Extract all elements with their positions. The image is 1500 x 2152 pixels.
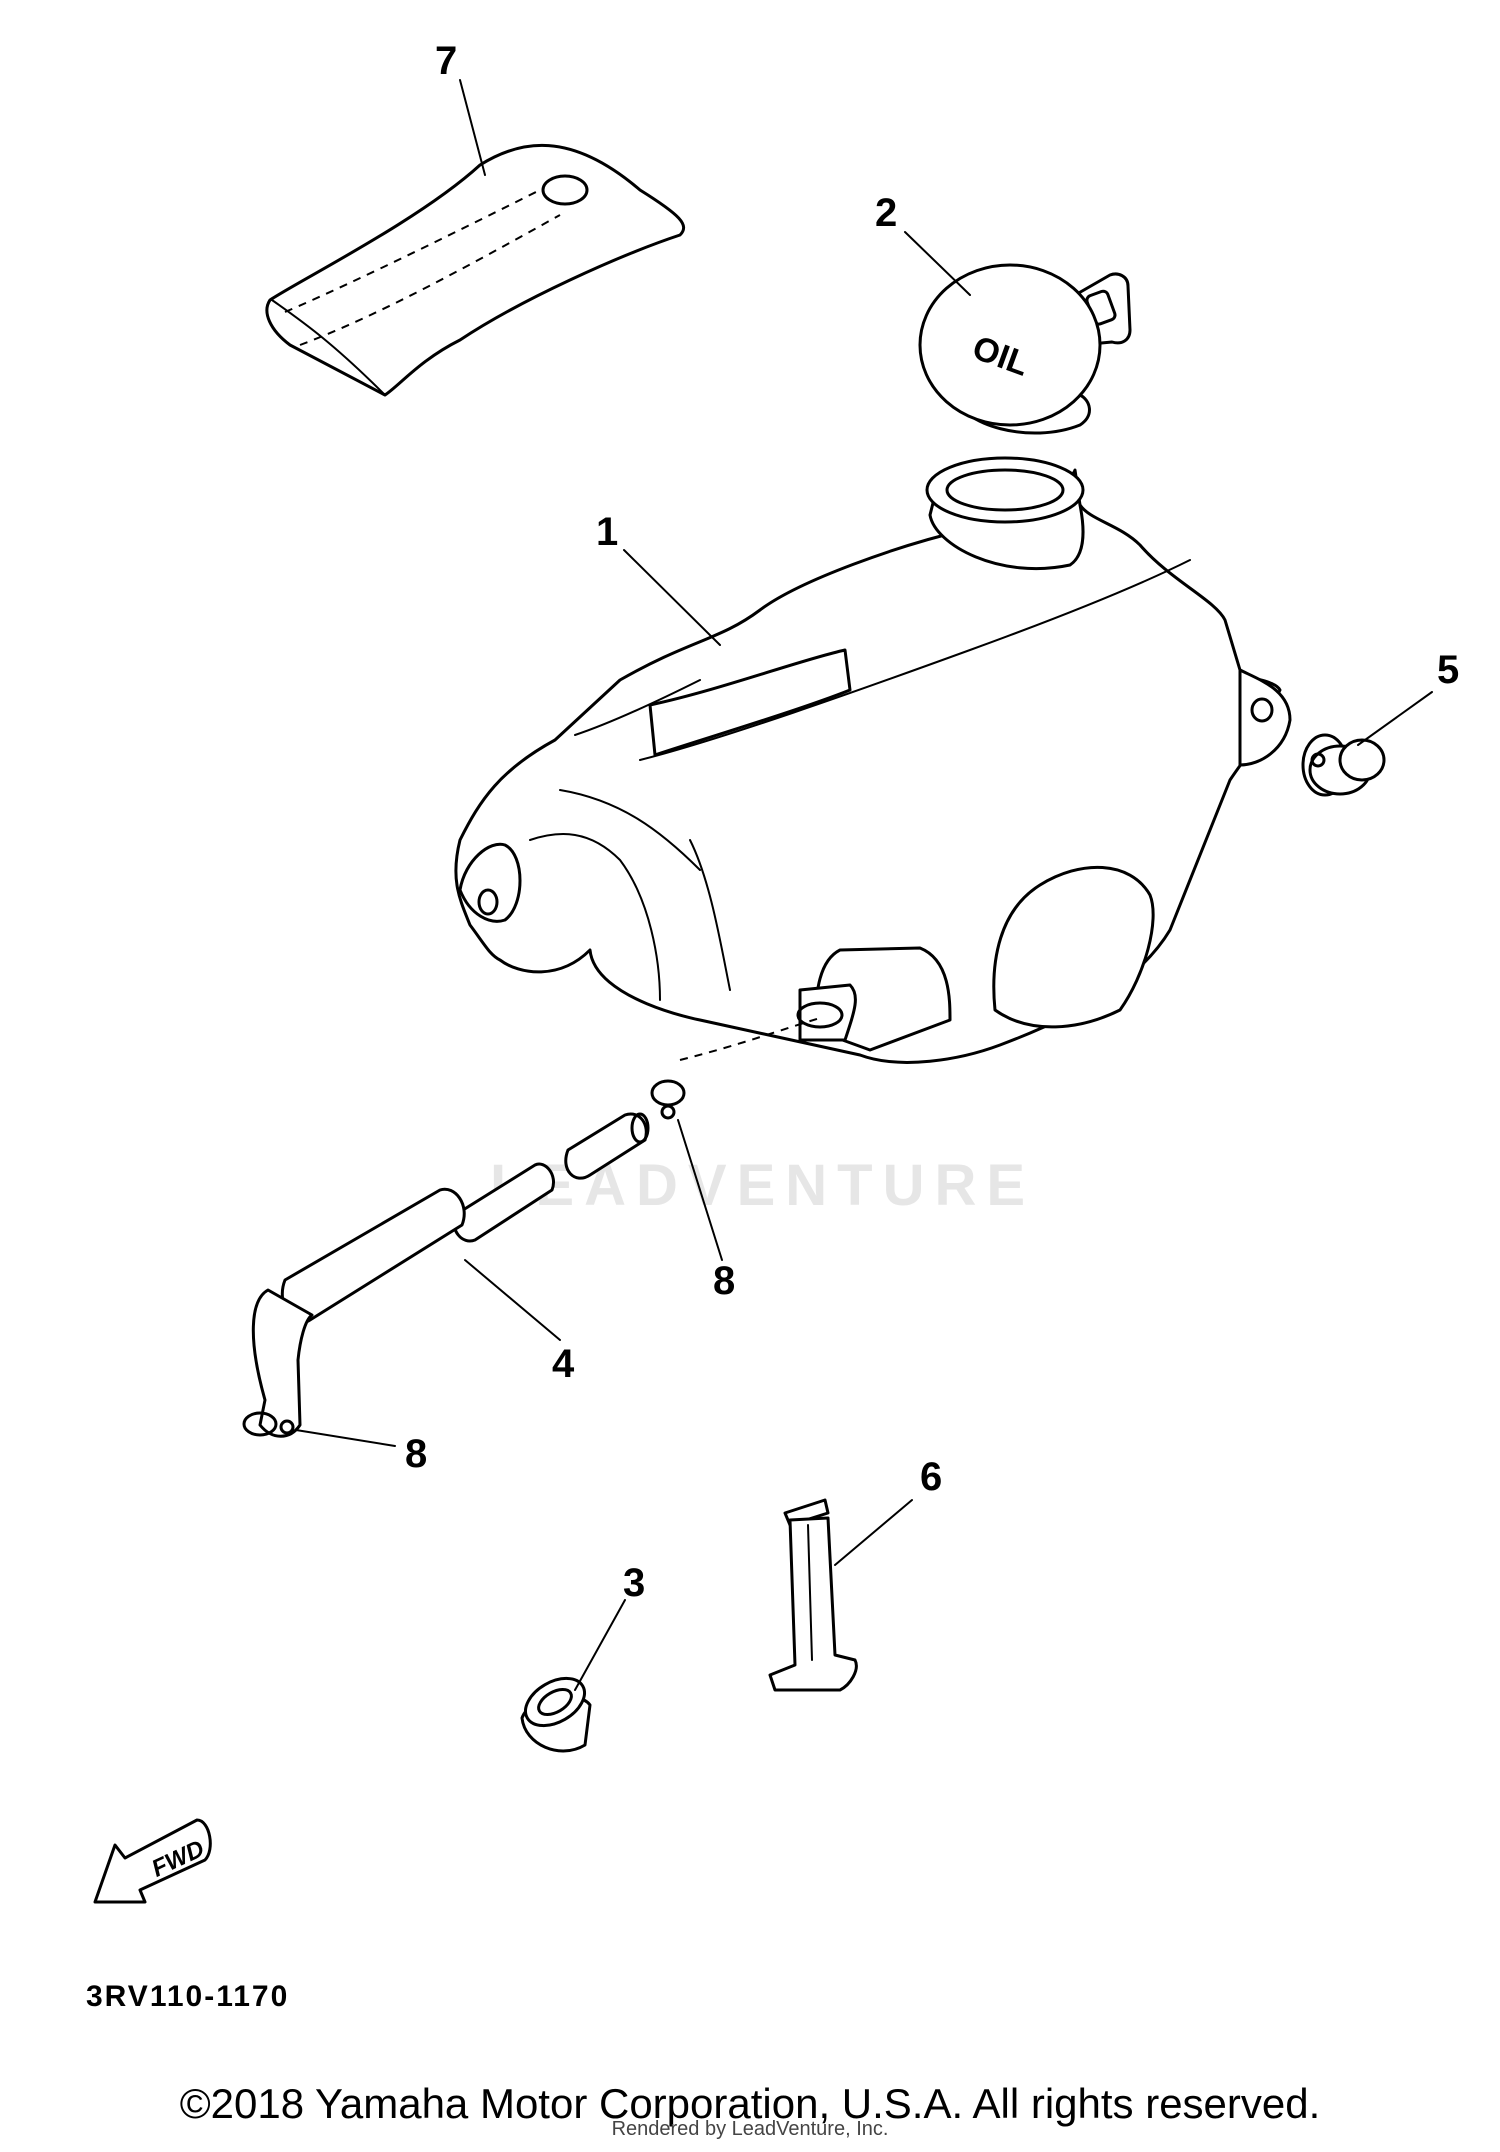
part-7-cover[interactable]	[265, 143, 686, 397]
part-2-oil-cap[interactable]: OIL	[918, 263, 1132, 435]
callout-5: 5	[1437, 648, 1459, 692]
callout-8-lower: 8	[405, 1432, 427, 1476]
callout-4: 4	[552, 1342, 575, 1386]
callout-1: 1	[596, 510, 618, 554]
part-1-oil-tank[interactable]	[454, 456, 1292, 1064]
callout-6: 6	[920, 1455, 942, 1499]
part-8-clip-upper[interactable]	[650, 1079, 686, 1120]
fwd-arrow-icon: FWD	[93, 1818, 212, 1904]
part-6-band[interactable]	[768, 1498, 858, 1692]
copyright-notice: ©2018 Yamaha Motor Corporation, U.S.A. A…	[179, 2080, 1321, 2127]
rendered-by-notice: Rendered by LeadVenture, Inc.	[611, 2118, 889, 2140]
leader-lines	[295, 79, 1433, 1691]
callout-3: 3	[623, 1561, 645, 1605]
part-8-clip-lower[interactable]	[242, 1411, 295, 1437]
diagram-code: 3RV110-1170	[86, 1980, 290, 2013]
part-3-grommet[interactable]	[517, 1669, 592, 1753]
part-4-oil-hose[interactable]	[251, 1017, 821, 1438]
part-5-bolt[interactable]	[1301, 733, 1386, 797]
callout-7: 7	[435, 39, 457, 83]
callout-8-upper: 8	[713, 1259, 735, 1303]
callout-2: 2	[875, 191, 897, 235]
